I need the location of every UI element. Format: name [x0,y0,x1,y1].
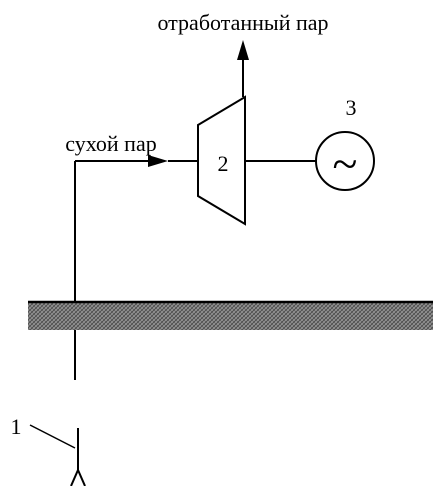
turbine-number: 2 [218,151,229,176]
ground-layer [28,302,433,330]
dry-steam-arrow-head [148,155,168,167]
well-fork-right [77,469,86,486]
dry-steam-label: сухой пар [65,131,156,156]
generator-number: 3 [346,95,357,120]
exhaust-arrow-head [237,40,249,60]
turbine-shape [197,95,246,226]
well-leader-line [29,424,76,449]
exhaust-steam-label: отработанный пар [157,10,328,35]
generator-circle [315,131,375,191]
well-fork-left [70,469,79,486]
generator-symbol: ~ [333,138,358,189]
well-number: 1 [11,414,22,439]
